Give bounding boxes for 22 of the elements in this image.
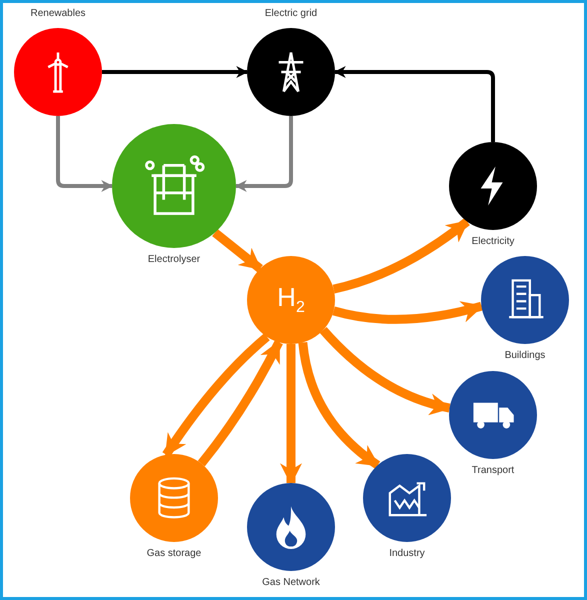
arrow <box>332 218 470 294</box>
node-label: Buildings <box>504 350 546 361</box>
node-label: Electrolyser <box>148 254 200 265</box>
node-label: Electricity <box>472 236 514 247</box>
node-label: Gas storage <box>146 548 202 559</box>
node-label: Transport <box>472 465 514 476</box>
arrow <box>334 66 495 142</box>
node-label: Electric grid <box>264 8 318 19</box>
arrow <box>56 116 114 192</box>
node-label: Renewables <box>30 8 86 19</box>
arrow <box>332 300 484 324</box>
arrow <box>298 342 380 469</box>
node-label: H$_{2}$ <box>277 282 305 318</box>
arrow <box>212 229 263 272</box>
arrow <box>234 116 293 192</box>
arrow <box>198 340 283 466</box>
arrow <box>162 333 270 458</box>
node-label: Gas Network <box>262 577 320 588</box>
arrow <box>280 344 302 486</box>
arrow <box>320 326 452 415</box>
node-label: Industry <box>389 548 425 559</box>
arrow <box>102 66 248 78</box>
